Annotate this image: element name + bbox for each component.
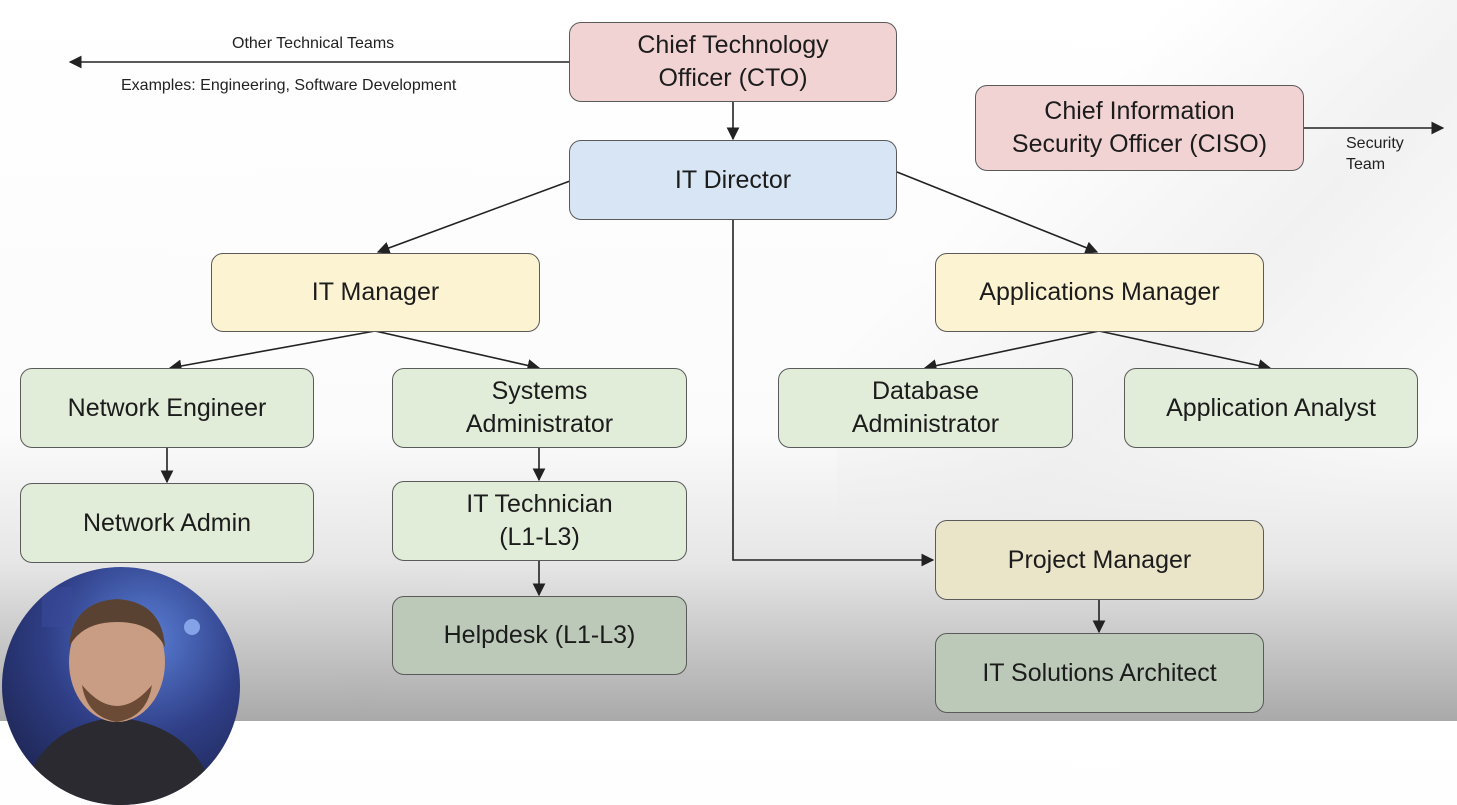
node-network-admin: Network Admin bbox=[20, 483, 314, 563]
node-application-analyst: Application Analyst bbox=[1124, 368, 1418, 448]
node-database-administrator: Database Administrator bbox=[778, 368, 1073, 448]
node-systems-administrator: Systems Administrator bbox=[392, 368, 687, 448]
arrow-director-project-manager bbox=[732, 219, 935, 567]
node-project-manager-label: Project Manager bbox=[1007, 545, 1192, 574]
node-it-solutions-architect-label: IT Solutions Architect bbox=[982, 658, 1217, 687]
node-helpdesk-label: Helpdesk (L1-L3) bbox=[443, 621, 636, 649]
arrow-director-it-manager bbox=[376, 180, 571, 255]
node-ciso: Chief Information Security Officer (CISO… bbox=[975, 85, 1304, 171]
connector-lines bbox=[68, 55, 1445, 634]
node-project-manager: Project Manager bbox=[935, 520, 1264, 600]
arrow-appmgr-analyst bbox=[1098, 330, 1272, 372]
node-it-technician-label: IT Technician (L1-L3) bbox=[466, 490, 613, 551]
node-cto-label: Chief Technology Officer (CTO) bbox=[637, 31, 829, 92]
node-it-director-label: IT Director bbox=[674, 165, 792, 194]
node-it-technician: IT Technician (L1-L3) bbox=[392, 481, 687, 561]
node-cto: Chief Technology Officer (CTO) bbox=[569, 22, 897, 102]
node-database-administrator-label: Database Administrator bbox=[851, 377, 1000, 438]
security-team-label: Security Team bbox=[1346, 135, 1404, 173]
node-systems-administrator-label: Systems Administrator bbox=[465, 377, 614, 438]
node-applications-manager: Applications Manager bbox=[935, 253, 1264, 332]
node-network-admin-label: Network Admin bbox=[82, 508, 252, 537]
node-applications-manager-label: Applications Manager bbox=[979, 278, 1220, 306]
webcam-overlay bbox=[2, 567, 240, 805]
arrow-itmgr-network-engineer bbox=[168, 330, 376, 373]
arrow-itmgr-sysadmin bbox=[374, 330, 541, 372]
node-network-engineer-label: Network Engineer bbox=[67, 393, 267, 422]
node-ciso-label: Chief Information Security Officer (CISO… bbox=[1011, 97, 1268, 158]
node-network-engineer: Network Engineer bbox=[20, 368, 314, 448]
node-application-analyst-label: Application Analyst bbox=[1166, 393, 1376, 422]
other-teams-label: Other Technical Teams bbox=[232, 35, 395, 52]
node-it-solutions-architect: IT Solutions Architect bbox=[935, 633, 1264, 713]
arrow-appmgr-dba bbox=[923, 330, 1100, 372]
node-it-manager: IT Manager bbox=[211, 253, 540, 332]
presenter-avatar-icon bbox=[22, 587, 217, 805]
node-helpdesk: Helpdesk (L1-L3) bbox=[392, 596, 687, 675]
node-it-director: IT Director bbox=[569, 140, 897, 220]
arrow-director-apps-manager bbox=[896, 171, 1099, 254]
other-teams-examples-label: Examples: Engineering, Software Developm… bbox=[121, 77, 457, 94]
node-it-manager-label: IT Manager bbox=[311, 278, 440, 306]
